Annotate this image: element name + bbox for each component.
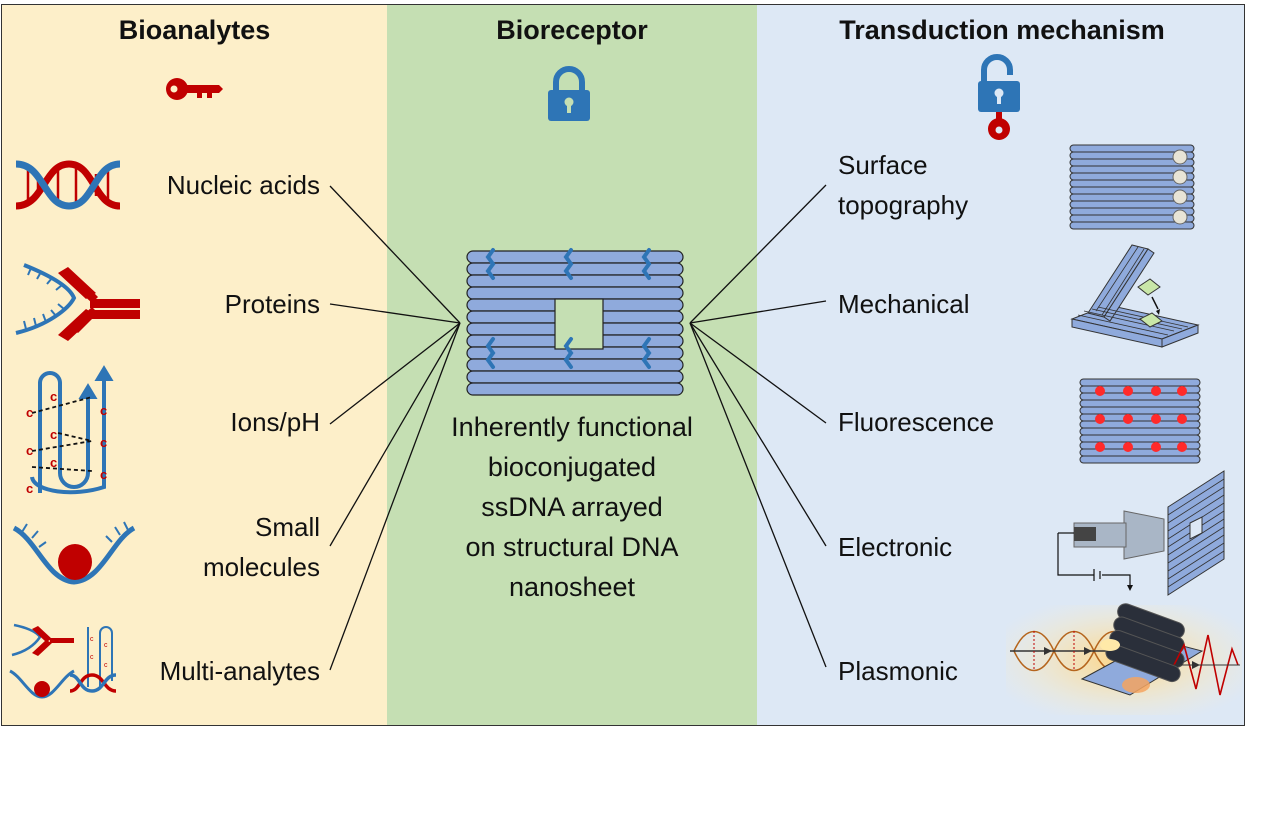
bioreceptor-panel: Bioreceptor Inherently functional biocon… bbox=[387, 5, 757, 725]
small-molecules-line2: molecules bbox=[202, 552, 320, 582]
key-icon bbox=[166, 78, 223, 100]
surface-topography-line2: topography bbox=[838, 190, 969, 220]
aptamer-small-molecule-icon bbox=[12, 521, 136, 585]
bioreceptor-description: Inherently functional bioconjugated ssDN… bbox=[387, 407, 757, 607]
dna-nanosheet-icon bbox=[466, 248, 684, 396]
svg-text:c: c bbox=[50, 427, 57, 442]
helix-row bbox=[466, 358, 684, 372]
description-line-3: ssDNA arrayed bbox=[481, 492, 663, 522]
svg-text:c: c bbox=[26, 443, 33, 458]
svg-text:c: c bbox=[100, 435, 107, 450]
helix-row bbox=[1079, 378, 1201, 387]
nanosheet-beads-icon bbox=[1069, 144, 1195, 230]
bioanalytes-header: Bioanalytes bbox=[118, 15, 271, 45]
connector-ions bbox=[329, 322, 461, 425]
description-line-4: on structural DNA bbox=[465, 532, 679, 562]
connector-nucleic-acids bbox=[329, 185, 461, 324]
mechanical-label: Mechanical bbox=[838, 289, 970, 319]
svg-text:c: c bbox=[26, 405, 33, 420]
svg-text:c: c bbox=[50, 455, 57, 470]
multi-analyte-icon: c c c c bbox=[9, 623, 117, 699]
helix-row bbox=[1079, 406, 1201, 415]
helix-row bbox=[1079, 434, 1201, 443]
connector-fluorescence bbox=[689, 322, 827, 424]
connector-electronic bbox=[689, 322, 827, 547]
helix-row bbox=[1069, 144, 1195, 153]
fluorescence-label: Fluorescence bbox=[838, 407, 995, 437]
description-line-1: Inherently functional bbox=[451, 412, 693, 442]
helix-row bbox=[466, 382, 684, 396]
helix-row bbox=[1079, 455, 1201, 464]
bioanalytes-panel: Bioanalytes Nucleic acids Proteins Ions/… bbox=[2, 5, 387, 725]
description-line-5: nanosheet bbox=[508, 572, 636, 602]
nucleic-acids-label: Nucleic acids bbox=[166, 170, 320, 200]
description-line-2: bioconjugated bbox=[487, 452, 657, 482]
helix-row bbox=[466, 286, 684, 300]
ions-ph-label: Ions/pH bbox=[230, 407, 320, 437]
helix-row bbox=[1069, 221, 1195, 230]
connector-surface bbox=[689, 184, 827, 324]
connector-mechanical bbox=[689, 300, 827, 324]
proteins-label: Proteins bbox=[224, 289, 320, 319]
bioreceptor-header: Bioreceptor bbox=[496, 15, 648, 45]
plasmonic-label: Plasmonic bbox=[838, 656, 958, 686]
nanopore-circuit-icon bbox=[1057, 470, 1225, 596]
helix-row bbox=[1079, 427, 1201, 436]
antibody-icon bbox=[15, 263, 140, 341]
small-molecules-line1: Small bbox=[254, 512, 320, 542]
svg-text:c: c bbox=[90, 636, 94, 643]
dna-double-helix-icon bbox=[15, 160, 121, 210]
dna-origami-hinge-icon bbox=[1070, 244, 1200, 348]
svg-text:c: c bbox=[50, 389, 57, 404]
transduction-header: Transduction mechanism bbox=[839, 15, 1165, 45]
small-molecules-label: Small molecules bbox=[203, 507, 320, 587]
svg-text:c: c bbox=[104, 662, 108, 669]
unlocked-padlock-with-key-icon bbox=[978, 54, 1020, 140]
diagram-frame: Bioanalytes Nucleic acids Proteins Ions/… bbox=[1, 4, 1245, 726]
electronic-label: Electronic bbox=[838, 532, 953, 562]
helix-row bbox=[466, 370, 684, 384]
closed-padlock-icon bbox=[548, 66, 590, 121]
surface-topography-label: Surface topography bbox=[838, 145, 968, 225]
svg-text:c: c bbox=[100, 403, 107, 418]
multi-analytes-label: Multi-analytes bbox=[159, 656, 320, 686]
connector-proteins bbox=[329, 303, 461, 324]
connector-small-molecules bbox=[329, 322, 461, 547]
connector-multi-analytes bbox=[329, 322, 461, 671]
svg-text:c: c bbox=[90, 654, 94, 661]
connector-lines bbox=[329, 184, 827, 671]
surface-topography-line1: Surface bbox=[838, 150, 928, 180]
nanosheet-fluorophores-icon bbox=[1079, 378, 1201, 464]
svg-text:c: c bbox=[100, 467, 107, 482]
connector-plasmonic bbox=[689, 322, 827, 668]
svg-text:c: c bbox=[26, 481, 33, 496]
svg-text:c: c bbox=[104, 642, 108, 649]
plasmonic-nanostructure-icon bbox=[1006, 603, 1242, 715]
helix-row bbox=[466, 250, 684, 264]
helix-row bbox=[1079, 399, 1201, 408]
